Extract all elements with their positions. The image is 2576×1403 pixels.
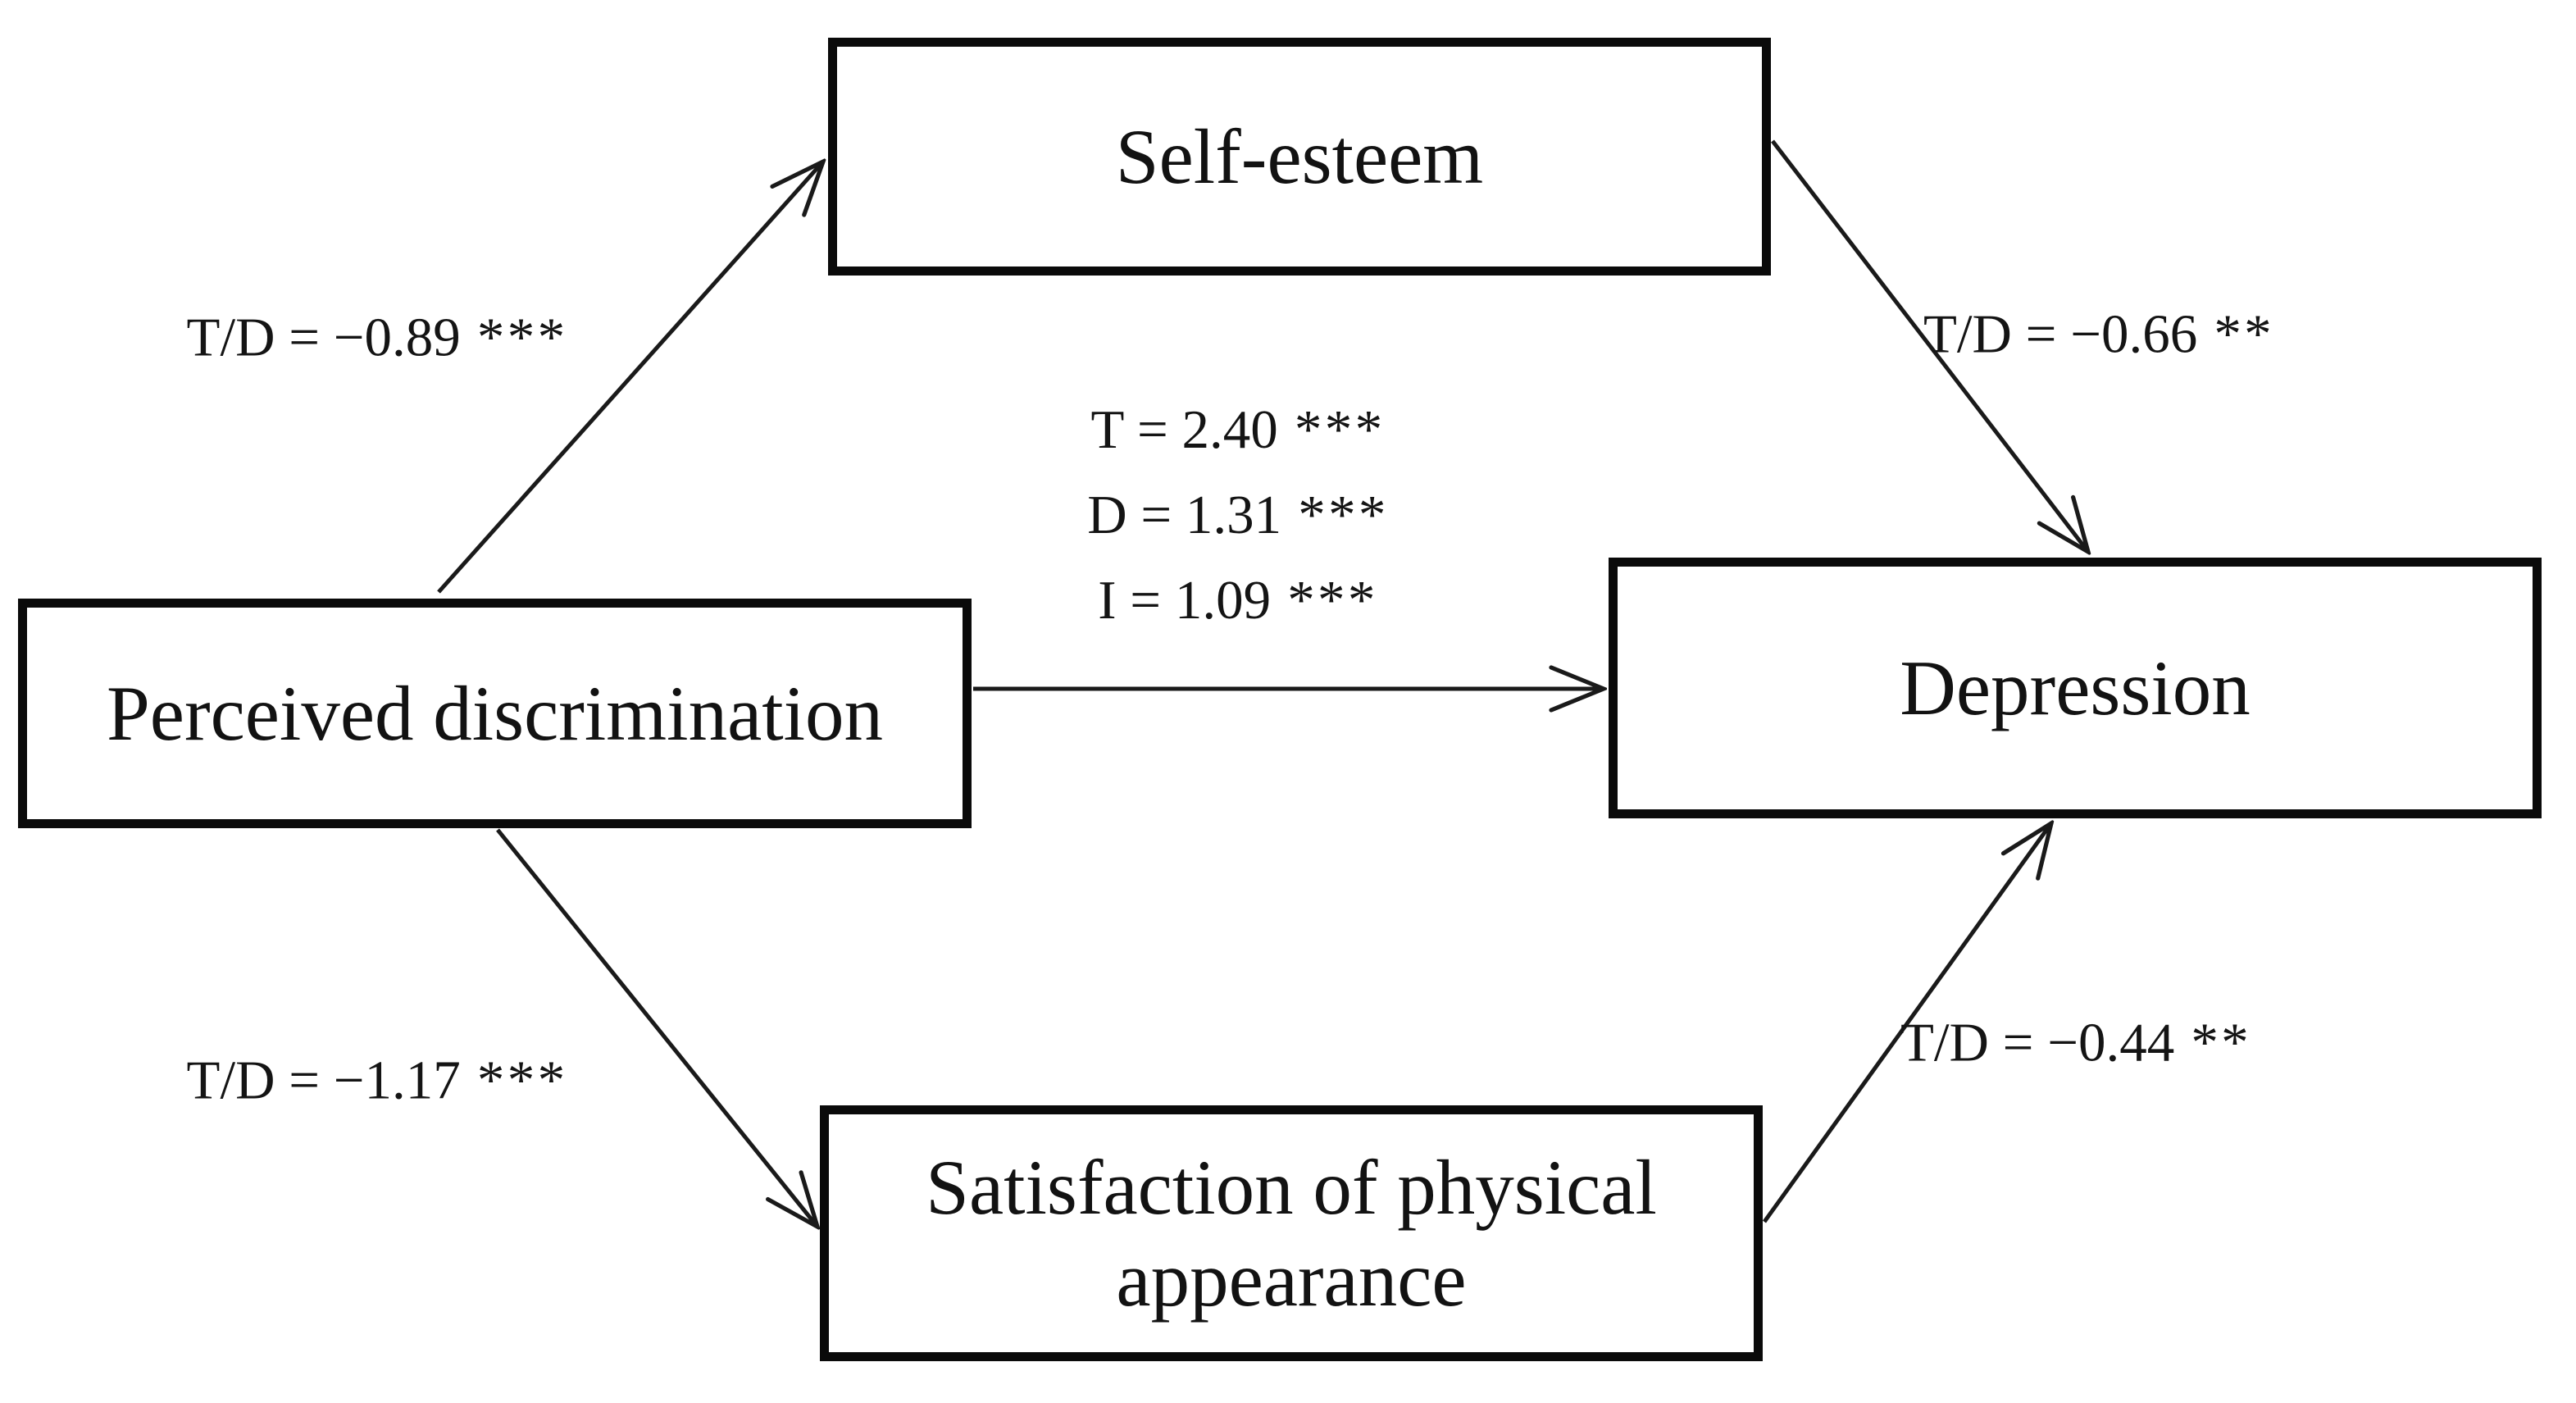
node-satisfaction-of-physical-appearance: Satisfaction of physical appearance xyxy=(820,1105,1763,1361)
coefficient-value: T/D = −0.44 xyxy=(1900,1012,2175,1073)
coefficient-value: T/D = −0.66 xyxy=(1923,303,2198,365)
coefficient-value: T/D = −0.89 xyxy=(186,307,461,368)
arrow-self-esteem-to-depression xyxy=(1771,139,2088,552)
coefficient-value: T/D = −1.17 xyxy=(186,1050,461,1111)
direct-path-total-effect: T = 2.40 *** xyxy=(1087,388,1389,473)
edge-label-perceived-to-self-esteem: T/D = −0.89*** xyxy=(187,307,568,370)
coefficient-value: D = 1.31 xyxy=(1087,485,1282,546)
node-self-esteem-label: Self-esteem xyxy=(1115,112,1484,200)
significance-stars: *** xyxy=(1294,399,1386,461)
node-perceived-discrimination-label: Perceived discrimination xyxy=(106,669,884,757)
node-depression-label: Depression xyxy=(1900,644,2251,731)
node-self-esteem: Self-esteem xyxy=(828,38,1771,276)
significance-stars: *** xyxy=(1298,485,1389,546)
edge-label-self-esteem-to-depression: T/D = −0.66 ** xyxy=(1923,303,2274,367)
direct-path-indirect-effect: I = 1.09*** xyxy=(1087,558,1389,644)
significance-stars: ** xyxy=(2191,1012,2252,1073)
coefficient-value: I = 1.09 xyxy=(1098,569,1272,631)
significance-stars: ** xyxy=(2214,303,2275,365)
node-satisfaction-of-physical-appearance-label: Satisfaction of physical appearance xyxy=(926,1143,1657,1323)
significance-stars: *** xyxy=(1287,569,1378,631)
significance-stars: *** xyxy=(476,307,568,368)
node-perceived-discrimination: Perceived discrimination xyxy=(18,599,972,828)
arrow-perceived-to-self-esteem xyxy=(437,162,823,594)
edge-label-satisfaction-to-depression: T/D = −0.44 ** xyxy=(1900,1012,2251,1075)
direct-path-direct-effect: D = 1.31 *** xyxy=(1087,473,1389,558)
coefficient-value: T = 2.40 xyxy=(1090,399,1278,461)
edge-label-direct-path-block: T = 2.40*** D = 1.31*** I = 1.09*** xyxy=(1087,388,1389,644)
arrow-satisfaction-to-depression xyxy=(1762,823,2051,1223)
edge-label-perceived-to-satisfaction: T/D = −1.17*** xyxy=(187,1050,568,1113)
significance-stars: *** xyxy=(476,1050,568,1111)
arrow-perceived-to-satisfaction xyxy=(496,828,817,1227)
node-depression: Depression xyxy=(1609,558,2542,818)
